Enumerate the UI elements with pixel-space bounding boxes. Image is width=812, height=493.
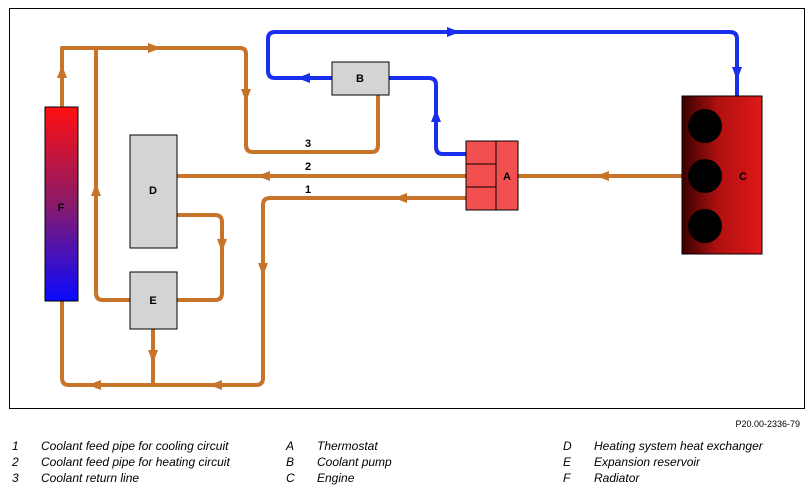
legend-key-1: 1 xyxy=(12,439,19,453)
cylinder-1 xyxy=(688,109,722,143)
cooling-system-diagram: F D E B A C 3 2 1 xyxy=(9,8,805,409)
label-d: D xyxy=(149,185,157,197)
pipe-d-to-e xyxy=(175,213,224,302)
arrow-line1-left xyxy=(394,193,407,203)
legend-key-e: E xyxy=(563,455,572,469)
legend-text-b: Coolant pump xyxy=(317,455,392,469)
legend-text-d: Heating system heat exchanger xyxy=(594,439,763,453)
line-number-2: 2 xyxy=(305,161,311,173)
pipe-a-to-b xyxy=(388,76,468,156)
arrow-radiator-up xyxy=(57,65,67,78)
pipe-3-return-line xyxy=(60,46,380,154)
arrow-c-to-a-left xyxy=(596,171,609,181)
arrow-bottom-left-1 xyxy=(209,380,222,390)
coolant-pump-b xyxy=(331,61,390,96)
diagram-frame xyxy=(9,8,805,409)
legend-text-1: Coolant feed pipe for cooling circuit xyxy=(41,439,229,453)
label-c: C xyxy=(739,171,747,183)
label-a: A xyxy=(503,171,511,183)
label-b: B xyxy=(356,73,364,85)
label-e: E xyxy=(149,295,156,307)
legend-key-2: 2 xyxy=(12,455,19,469)
thermostat-a xyxy=(465,140,519,211)
legend-key-f: F xyxy=(563,471,571,485)
orange-arrows xyxy=(57,43,609,390)
pipe-b-to-engine xyxy=(266,30,739,97)
legend-key-a: A xyxy=(286,439,295,453)
arrow-e-up xyxy=(91,183,101,196)
legend-key-d: D xyxy=(563,439,572,453)
legend-text-e: Expansion reservoir xyxy=(594,455,701,469)
legend-key-3: 3 xyxy=(12,471,19,485)
arrow-top-down xyxy=(241,89,251,102)
cylinder-2 xyxy=(688,159,722,193)
arrow-d-down xyxy=(217,239,227,252)
expansion-reservoir-e xyxy=(129,271,178,330)
legend-text-a: Thermostat xyxy=(317,439,378,453)
cylinder-3 xyxy=(688,209,722,243)
arrow-blue-top xyxy=(447,27,460,37)
legend-text-f: Radiator xyxy=(594,471,640,485)
blue-arrows xyxy=(297,27,742,122)
arrow-line1-down xyxy=(258,263,268,276)
label-f: F xyxy=(58,202,65,214)
engine-c xyxy=(681,95,763,255)
arrow-line2-left xyxy=(257,171,270,181)
legend-key-b: B xyxy=(286,455,295,469)
line-number-3: 3 xyxy=(305,138,311,150)
arrow-blue-up xyxy=(431,109,441,122)
orange-pipes xyxy=(60,46,685,387)
line-number-1: 1 xyxy=(305,184,311,196)
arrow-top-right xyxy=(148,43,161,53)
heat-exchanger-d xyxy=(129,134,178,249)
arrow-e-down xyxy=(148,350,158,363)
radiator-f xyxy=(44,106,79,302)
figure-id: P20.00-2336-79 xyxy=(735,419,800,429)
legend-key-c: C xyxy=(286,471,295,485)
legend-text-3: Coolant return line xyxy=(41,471,140,485)
pipe-1-cooling-feed xyxy=(60,196,468,387)
arrow-bottom-left-2 xyxy=(88,380,101,390)
pipe-top-inner xyxy=(94,46,132,302)
legend-text-2: Coolant feed pipe for heating circuit xyxy=(41,455,230,469)
arrow-blue-down xyxy=(732,67,742,80)
arrow-blue-left xyxy=(297,73,310,83)
legend-text-c: Engine xyxy=(317,471,355,485)
